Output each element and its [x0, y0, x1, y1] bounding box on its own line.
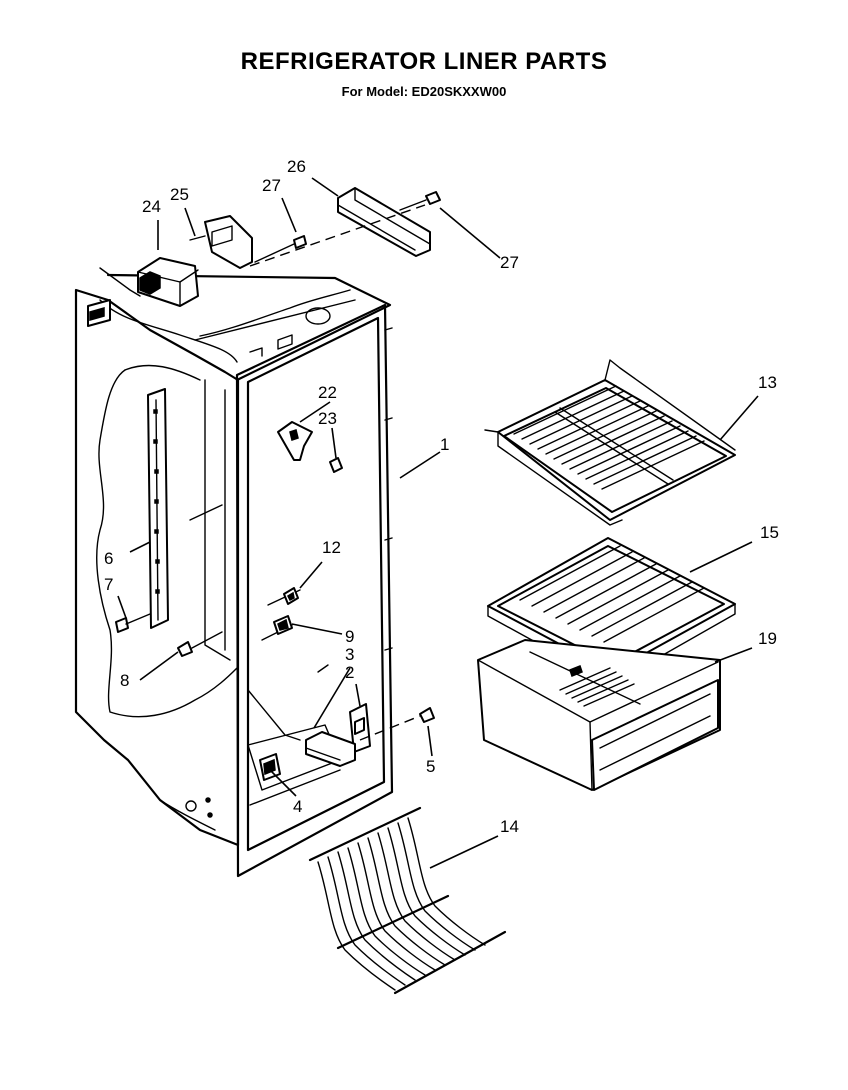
callout-7: 7: [104, 575, 113, 594]
bracket-25: [189, 215, 253, 269]
callout-9: 9: [345, 627, 354, 646]
leader-lines: [117, 177, 759, 869]
shelf-13: [484, 359, 736, 526]
screw-7: [115, 613, 151, 633]
callout-3: 3: [345, 645, 354, 664]
callout-23: 23: [318, 409, 337, 428]
callout-1: 1: [440, 435, 449, 454]
callout-22: 22: [318, 383, 337, 402]
callout-25: 25: [170, 185, 189, 204]
callout-5: 5: [426, 757, 435, 776]
bracket-22: [277, 421, 313, 461]
callout-4: 4: [293, 797, 302, 816]
callout-2: 2: [345, 663, 354, 682]
callout-24: 24: [142, 197, 161, 216]
clip-9: [273, 615, 293, 635]
callout-6: 6: [104, 549, 113, 568]
hinge-2: [349, 703, 371, 753]
clip-8: [177, 631, 223, 657]
callout-15: 15: [760, 523, 779, 542]
callout-8: 8: [120, 671, 129, 690]
callout-12: 12: [322, 538, 341, 557]
callout-27-left: 27: [262, 176, 281, 195]
callout-13: 13: [758, 373, 777, 392]
screw-5: [359, 707, 435, 741]
callout-labels: 1 2 3 4 5 6 7 8 9 12 13 14 15 19 22 23 2…: [104, 157, 779, 836]
callout-19: 19: [758, 629, 777, 648]
callout-27-right: 27: [500, 253, 519, 272]
bracket-3: [305, 731, 356, 767]
screw-23: [329, 457, 343, 473]
callout-14: 14: [500, 817, 519, 836]
cover-bar-26: [337, 187, 441, 257]
page-title: REFRIGERATOR LINER PARTS: [240, 48, 608, 75]
clip-12: [283, 587, 299, 605]
crisper-pan-19: [477, 639, 721, 791]
wire-shelf-14: [308, 806, 507, 995]
liner-cabinet: [74, 273, 394, 878]
switch-4: [259, 753, 281, 781]
screw-27-left: [254, 235, 307, 263]
light-housing-24: [99, 257, 199, 307]
callout-26: 26: [287, 157, 306, 176]
model-subtitle: For Model: ED20SKXXW00: [341, 84, 507, 99]
